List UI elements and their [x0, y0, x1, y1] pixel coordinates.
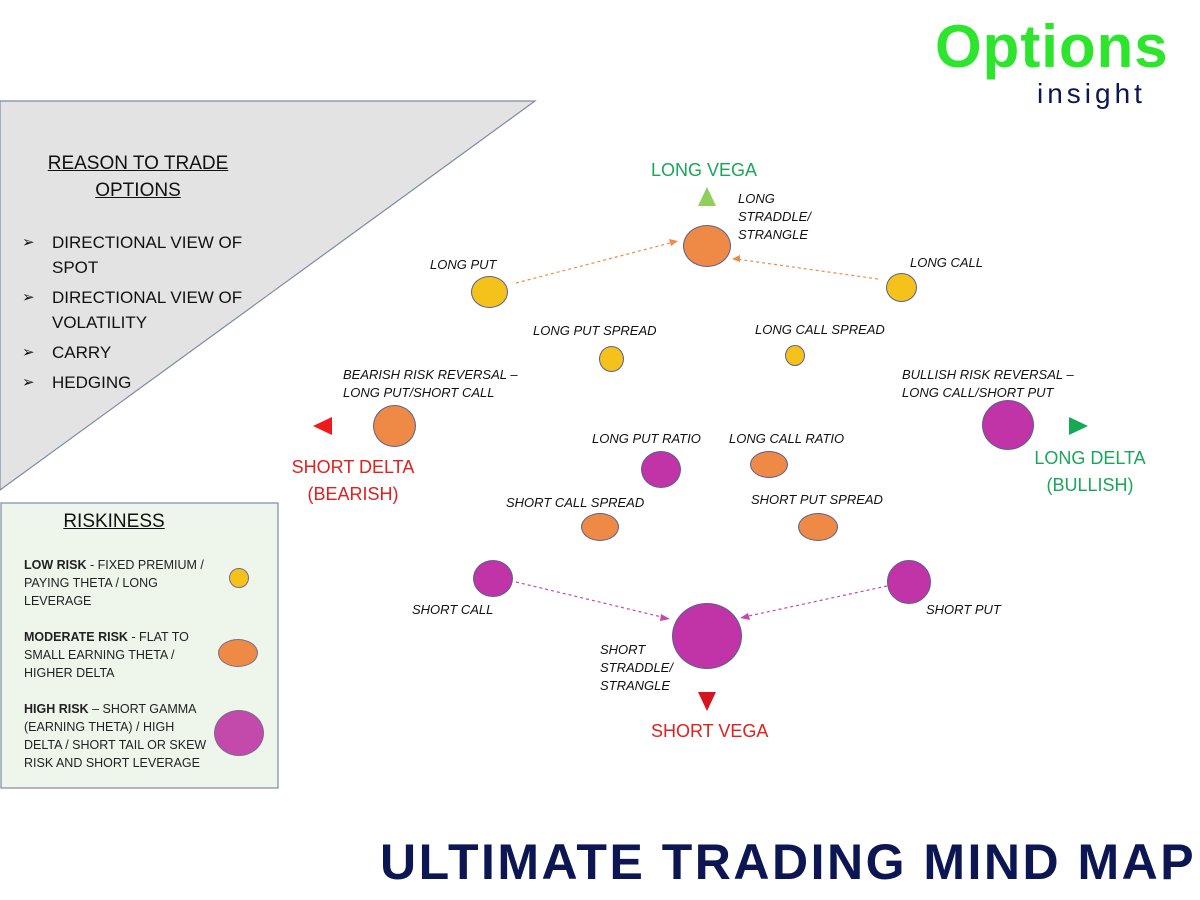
long-delta-arrowhead	[1069, 417, 1088, 435]
short-straddle-bubble	[672, 603, 742, 669]
moderate-risk-swatch	[218, 639, 258, 667]
bearish-risk-reversal-label: BEARISH RISK REVERSAL – LONG PUT/SHORT C…	[343, 367, 518, 400]
long-put-spread-label: LONG PUT SPREAD	[533, 323, 657, 338]
long-call-spread-bubble	[785, 345, 805, 366]
short-vega-label: SHORT VEGA	[651, 721, 769, 741]
low-risk-swatch	[229, 568, 249, 588]
low-risk-text: - FIXED PREMIUM / PAYING THETA / LONG LE…	[24, 558, 204, 608]
long-straddle-bubble	[683, 225, 731, 267]
long-call-bubble	[886, 273, 917, 302]
short-call-bubble	[473, 560, 513, 597]
short-put-bubble	[887, 560, 931, 604]
logo-wordmark: Options	[935, 13, 1169, 80]
reason-text: DIRECTIONAL VIEW OF SPOT	[52, 233, 243, 277]
short-put-to-straddle-arrow	[743, 585, 888, 618]
long-call-ratio-label: LONG CALL RATIO	[729, 431, 845, 446]
low-risk-description: LOW RISK - FIXED PREMIUM / PAYING THETA …	[24, 556, 214, 610]
arrow-bullet-icon: ➢	[22, 344, 35, 361]
long-call-ratio-bubble	[750, 451, 788, 478]
reason-text: DIRECTIONAL VIEW OF VOLATILITY	[52, 288, 243, 332]
riskiness-title: RISKINESS	[63, 511, 165, 532]
bullish-risk-reversal-label: BULLISH RISK REVERSAL – LONG CALL/SHORT …	[902, 367, 1074, 400]
reason-text: CARRY	[52, 343, 112, 362]
arrow-bullet-icon: ➢	[22, 374, 35, 391]
logo-tagline: insight	[1037, 78, 1146, 109]
page-title: ULTIMATE TRADING MIND MAP	[380, 834, 1197, 890]
bullish-risk-reversal-bubble	[982, 400, 1034, 450]
short-call-to-straddle-arrow	[515, 581, 667, 619]
long-put-bubble	[471, 276, 508, 308]
short-vega-arrowhead	[698, 692, 716, 711]
bearish-risk-reversal-bubble	[373, 405, 416, 447]
long-call-spread-label: LONG CALL SPREAD	[755, 322, 885, 337]
short-call-spread-bubble	[581, 513, 619, 541]
long-call-arrowhead	[732, 255, 740, 262]
reasons-list: ➢ DIRECTIONAL VIEW OF SPOT ➢ DIRECTIONAL…	[22, 230, 262, 400]
short-put-arrowhead	[740, 613, 750, 620]
reasons-panel	[0, 100, 537, 491]
short-put-spread-bubble	[798, 513, 838, 541]
low-risk-name: LOW RISK	[24, 558, 87, 572]
reason-item: ➢ HEDGING	[22, 370, 262, 395]
long-put-to-straddle-arrow	[515, 241, 675, 284]
arrow-bullet-icon: ➢	[22, 234, 35, 251]
long-call-to-straddle-arrow	[735, 258, 879, 280]
long-delta-label: LONG DELTA (BULLISH)	[1034, 448, 1146, 495]
long-call-label: LONG CALL	[910, 255, 983, 270]
reason-item: ➢ DIRECTIONAL VIEW OF SPOT	[22, 230, 262, 280]
long-vega-arrowhead	[698, 187, 716, 206]
short-call-arrowhead	[660, 614, 670, 621]
high-risk-text: – SHORT GAMMA (EARNING THETA) / HIGH DEL…	[24, 702, 207, 770]
moderate-risk-description: MODERATE RISK - FLAT TO SMALL EARNING TH…	[24, 628, 214, 682]
moderate-risk-text: - FLAT TO SMALL EARNING THETA / HIGHER D…	[24, 630, 189, 680]
long-put-ratio-bubble	[641, 451, 681, 488]
short-call-spread-label: SHORT CALL SPREAD	[506, 495, 645, 510]
long-straddle-label: LONG STRADDLE/ STRANGLE	[738, 191, 811, 242]
reason-item: ➢ CARRY	[22, 340, 262, 365]
long-vega-label: LONG VEGA	[651, 160, 758, 180]
reason-item: ➢ DIRECTIONAL VIEW OF VOLATILITY	[22, 285, 262, 335]
short-put-label: SHORT PUT	[926, 602, 1001, 617]
short-call-label: SHORT CALL	[412, 602, 494, 617]
long-put-arrowhead	[669, 239, 678, 246]
reason-text: HEDGING	[52, 373, 132, 392]
high-risk-swatch	[214, 710, 264, 756]
short-straddle-label: SHORT STRADDLE/ STRANGLE	[600, 642, 673, 693]
long-put-label: LONG PUT	[430, 257, 497, 272]
high-risk-name: HIGH RISK	[24, 702, 89, 716]
high-risk-description: HIGH RISK – SHORT GAMMA (EARNING THETA) …	[24, 700, 214, 772]
short-delta-label: SHORT DELTA (BEARISH)	[291, 457, 415, 504]
reasons-title: REASON TO TRADE OPTIONS	[47, 153, 229, 201]
short-delta-arrowhead	[313, 417, 332, 435]
long-put-spread-bubble	[599, 346, 624, 372]
long-put-ratio-label: LONG PUT RATIO	[592, 431, 701, 446]
short-put-spread-label: SHORT PUT SPREAD	[751, 492, 883, 507]
moderate-risk-name: MODERATE RISK	[24, 630, 128, 644]
arrow-bullet-icon: ➢	[22, 289, 35, 306]
